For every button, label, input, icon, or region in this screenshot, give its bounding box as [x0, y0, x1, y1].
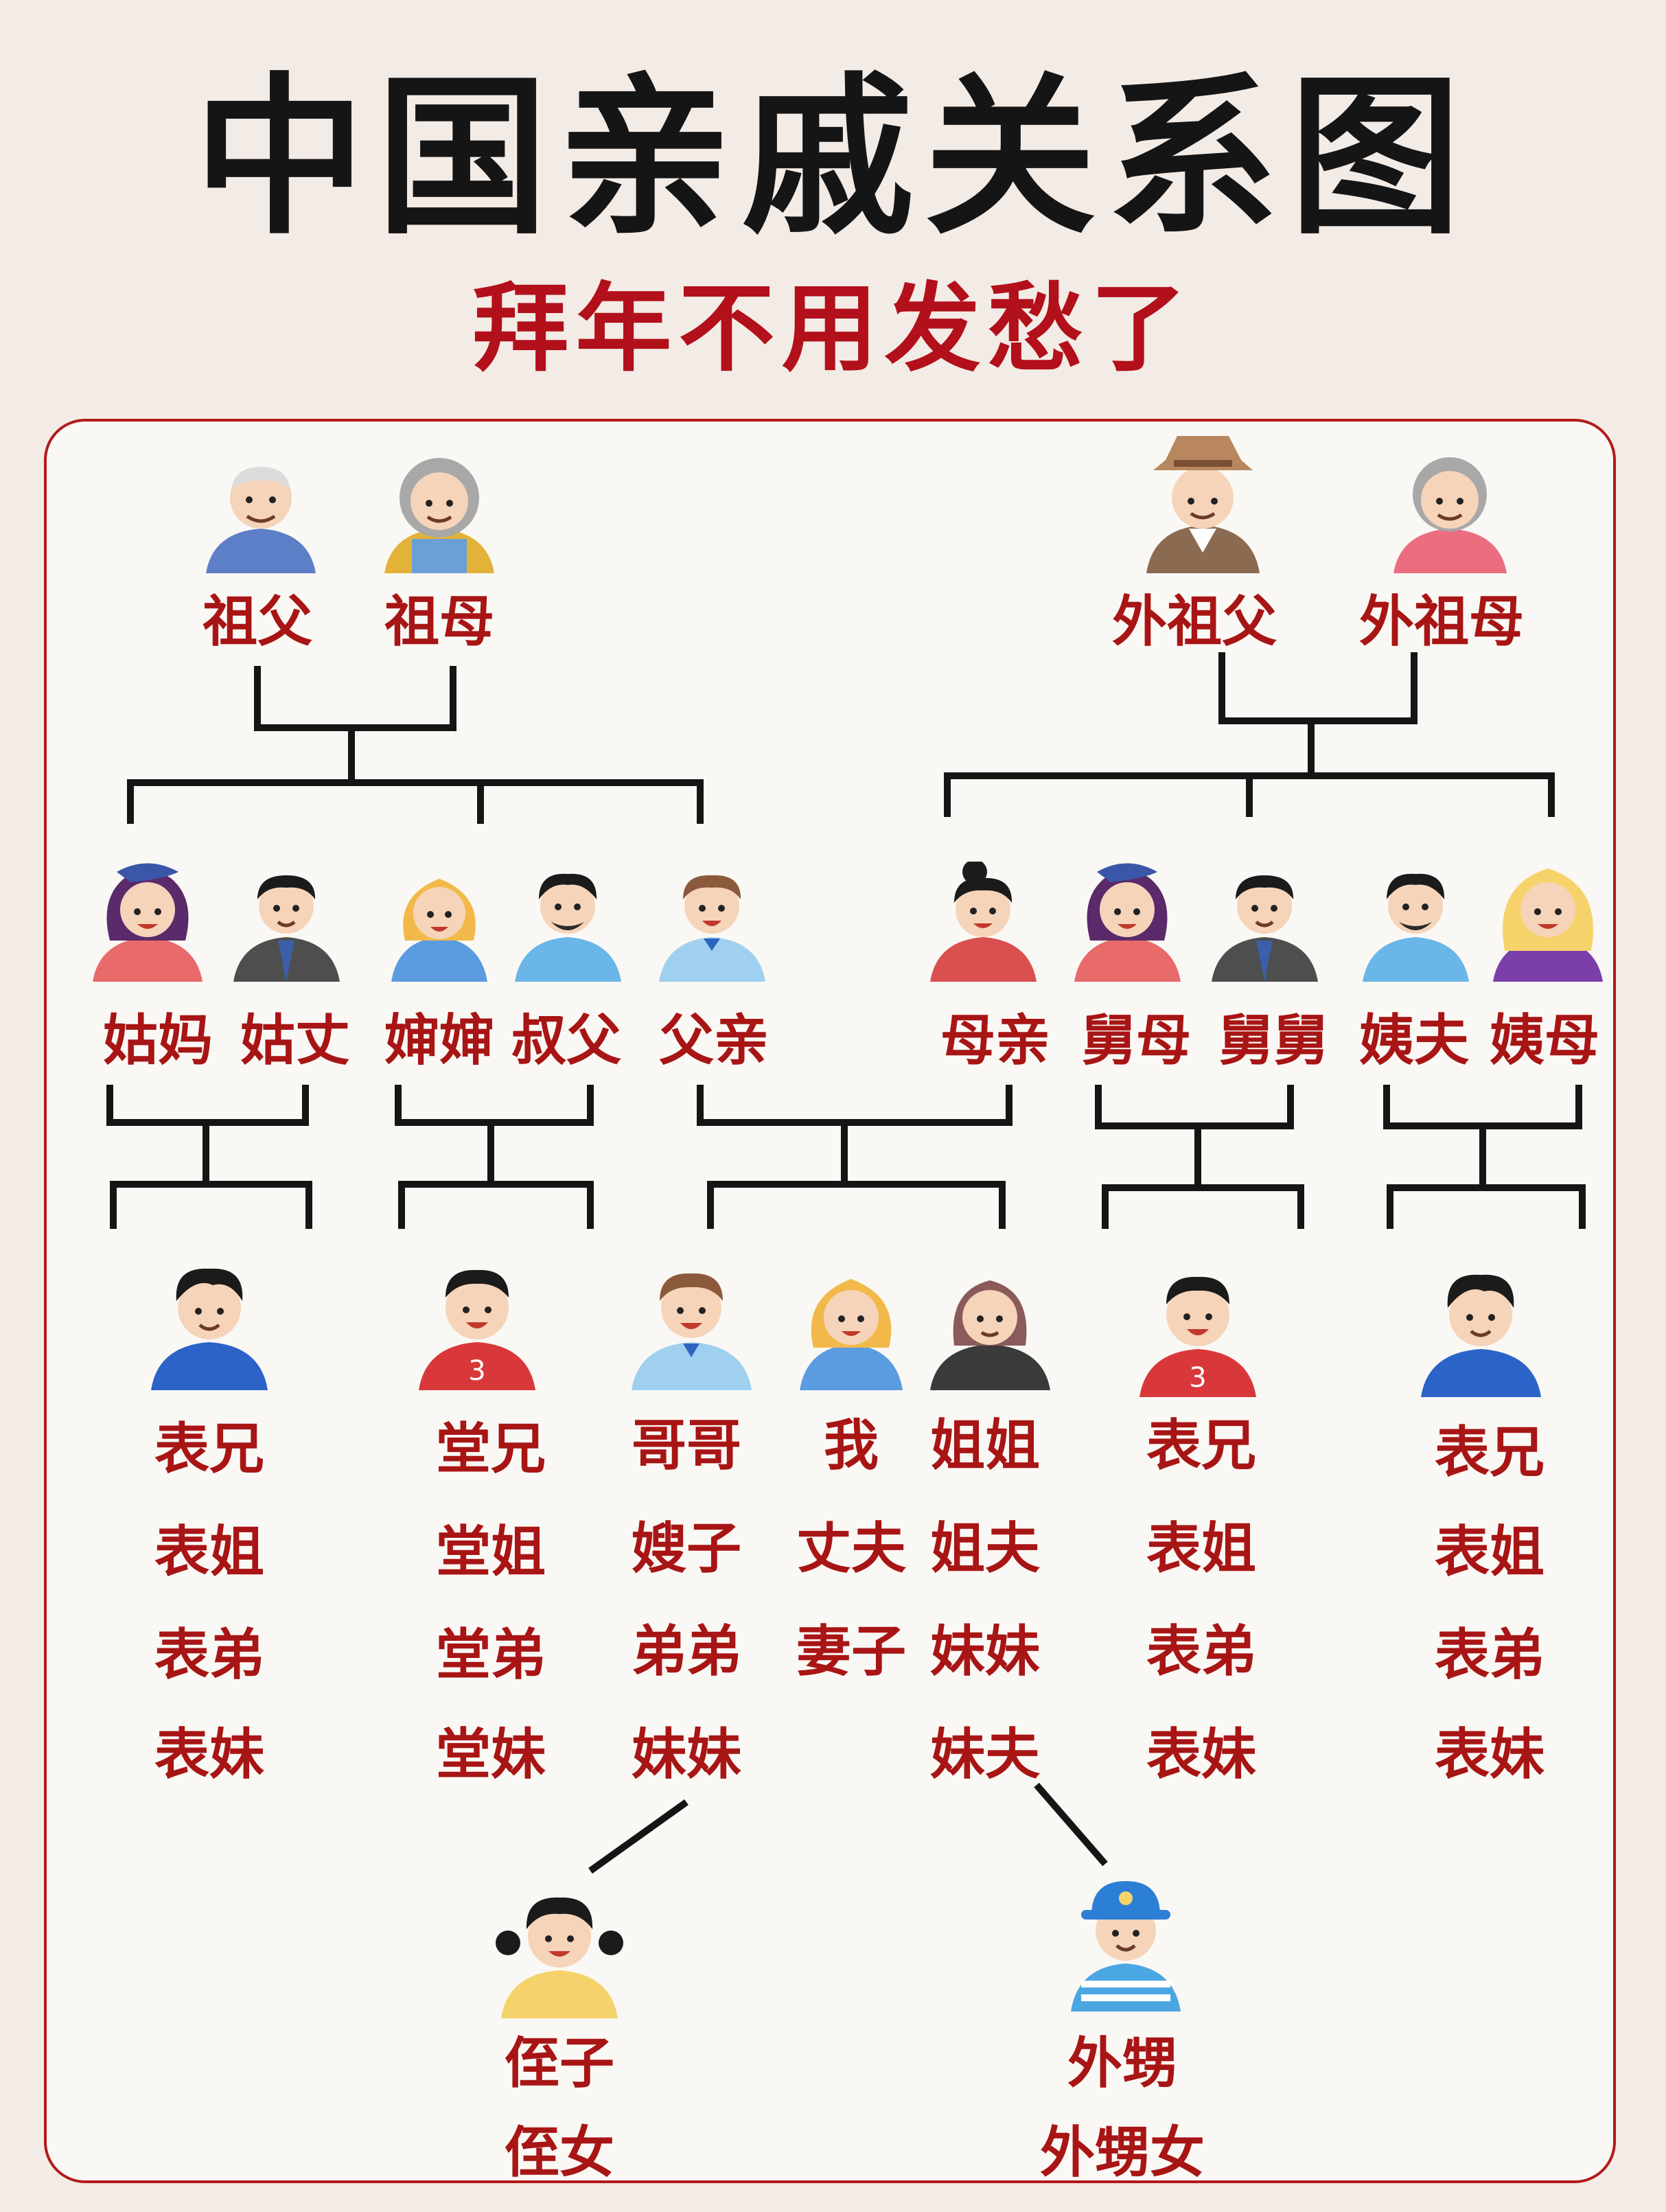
- label-maternal-aunt: 姨母: [1490, 1008, 1599, 1072]
- list-item: 丈夫: [796, 1516, 906, 1580]
- mother-avatar-icon: [930, 862, 1037, 982]
- cousin-soccer-avatar-icon: 3: [419, 1269, 535, 1390]
- list-item: 表妹: [1146, 1722, 1256, 1786]
- label-uncle-wife: 婶婶: [384, 1008, 494, 1072]
- maternal-aunt-husband-avatar-icon: [1363, 873, 1469, 982]
- maternal-uncle-avatar-icon: [1212, 875, 1318, 982]
- grandfather-avatar-icon: [206, 467, 316, 573]
- list-item: 堂姐: [436, 1519, 546, 1584]
- list-item: 表弟: [1435, 1622, 1544, 1687]
- elder-sister-avatar-icon: [930, 1280, 1050, 1390]
- maternal-uncle-wife-avatar-icon: [1074, 863, 1181, 982]
- list-item: 表妹: [154, 1722, 264, 1786]
- elder-brother-avatar-icon: [632, 1273, 752, 1390]
- list-item: 嫂子: [632, 1516, 741, 1580]
- list-item: 姐姐: [930, 1413, 1040, 1477]
- label-sister-son: 外甥: [1067, 2031, 1177, 2095]
- maternal-cousin-soccer-avatar-icon: 3: [1139, 1276, 1256, 1397]
- connector: [1034, 1782, 1108, 1867]
- paternal-aunt-avatar-icon: [93, 863, 203, 982]
- list-item: 妹夫: [930, 1722, 1040, 1786]
- label-nephew: 侄子: [505, 2031, 614, 2095]
- list-item: 妻子: [796, 1619, 906, 1683]
- connector: [398, 1181, 594, 1229]
- list-item: 表姐: [1146, 1516, 1256, 1580]
- grandmother-avatar-icon: [384, 458, 494, 573]
- page-title: 中国亲戚关系图: [194, 58, 1472, 257]
- cousin-boy-avatar-icon: [151, 1268, 268, 1390]
- page-subtitle: 拜年不用发愁了: [472, 273, 1194, 385]
- list-item: 表兄: [1146, 1413, 1256, 1477]
- label-maternal-uncle: 舅舅: [1218, 1008, 1328, 1072]
- label-paternal-uncle: 叔父: [511, 1008, 621, 1072]
- svg-text:3: 3: [1189, 1362, 1206, 1394]
- label-mother: 母亲: [940, 1008, 1050, 1072]
- label-paternal-aunt-husband: 姑丈: [240, 1008, 350, 1072]
- niece-avatar-icon: [496, 1897, 623, 2018]
- list-item: 表妹: [1435, 1722, 1544, 1786]
- list-item: 哥哥: [632, 1413, 741, 1477]
- list-item: 表兄: [1435, 1420, 1544, 1484]
- label-father: 父亲: [659, 1008, 769, 1072]
- connector: [1387, 1184, 1586, 1229]
- label-maternal-uncle-wife: 舅母: [1081, 1008, 1191, 1072]
- maternal-cousin-boy-avatar-icon: [1421, 1274, 1541, 1397]
- maternal-aunt-avatar-icon: [1493, 868, 1603, 982]
- paternal-uncle-avatar-icon: [515, 873, 621, 982]
- list-item: 堂兄: [436, 1416, 546, 1481]
- connector: [110, 1181, 312, 1229]
- connector: [1383, 1085, 1582, 1129]
- connector: [1218, 652, 1418, 724]
- label-maternal-grandmother: 外祖母: [1359, 589, 1524, 654]
- list-item: 表兄: [154, 1416, 264, 1481]
- connector: [697, 1085, 1013, 1126]
- label-paternal-aunt: 姑妈: [103, 1008, 213, 1072]
- connector: [395, 1085, 594, 1126]
- list-item: 表弟: [154, 1622, 264, 1687]
- connector: [127, 779, 704, 824]
- label-me: 我: [824, 1413, 879, 1477]
- label-grandfather: 祖父: [203, 589, 312, 654]
- list-item: 妹妹: [632, 1722, 741, 1786]
- list-item: 堂妹: [436, 1722, 546, 1786]
- connector: [254, 666, 456, 731]
- paternal-aunt-husband-avatar-icon: [233, 875, 340, 982]
- connector: [588, 1799, 689, 1874]
- list-item: 表姐: [1435, 1519, 1544, 1584]
- list-item: 堂弟: [436, 1622, 546, 1687]
- list-item: 妹妹: [930, 1619, 1040, 1683]
- father-avatar-icon: [659, 875, 765, 982]
- label-maternal-grandfather: 外祖父: [1112, 589, 1277, 654]
- list-item: 姐夫: [930, 1516, 1040, 1580]
- label-maternal-aunt-husband: 姨夫: [1359, 1008, 1469, 1072]
- maternal-grandmother-avatar-icon: [1393, 457, 1507, 573]
- label-grandmother: 祖母: [384, 589, 494, 654]
- list-item: 弟弟: [632, 1619, 741, 1683]
- connector: [1102, 1184, 1304, 1229]
- list-item: 表姐: [154, 1519, 264, 1584]
- nephew-avatar-icon: [1071, 1881, 1181, 2012]
- uncle-wife-avatar-icon: [391, 879, 487, 982]
- me-avatar-icon: [800, 1279, 903, 1390]
- connector: [106, 1085, 309, 1126]
- connector: [1095, 1085, 1294, 1129]
- label-sister-daughter: 外甥女: [1040, 2120, 1205, 2185]
- svg-text:3: 3: [468, 1355, 485, 1387]
- label-niece: 侄女: [505, 2120, 614, 2185]
- connector: [707, 1181, 1006, 1229]
- list-item: 表弟: [1146, 1619, 1256, 1683]
- maternal-grandfather-avatar-icon: [1146, 436, 1260, 573]
